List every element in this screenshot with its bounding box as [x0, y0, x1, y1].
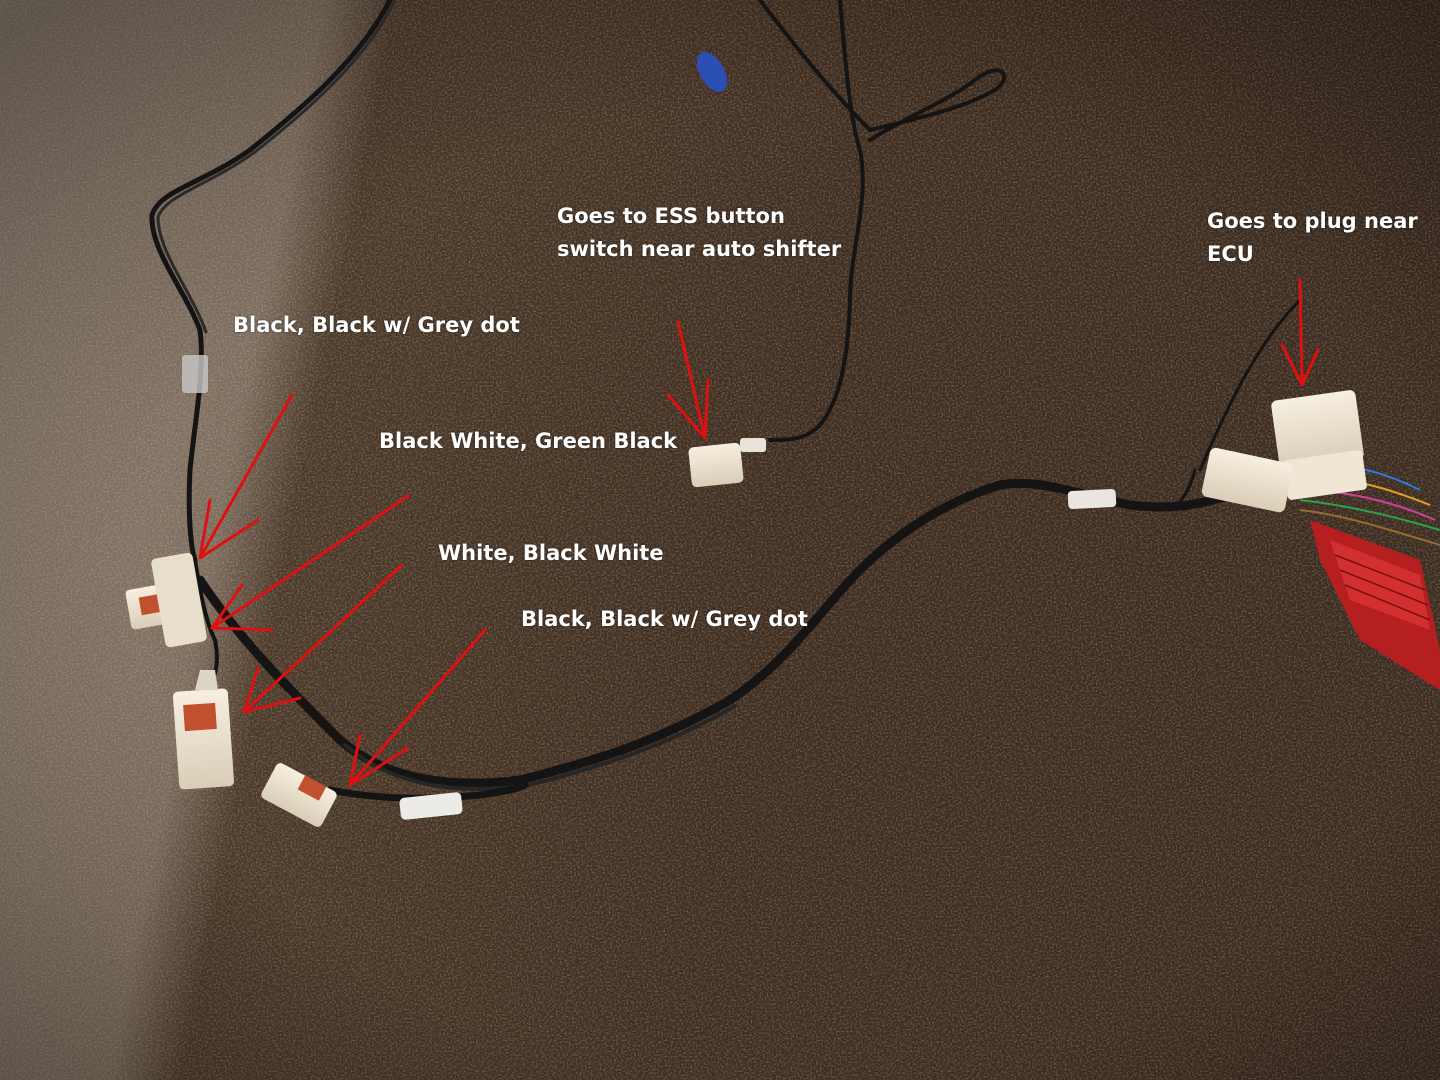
connector-lower-left: [172, 670, 235, 790]
wire-to-conn4: [326, 781, 529, 802]
connector-upper-left: [125, 552, 207, 648]
wire-ecu-2: [1198, 298, 1302, 472]
annotation-ess: Goes to ESS button switch near auto shif…: [557, 200, 841, 266]
arrow-ess: [666, 320, 710, 440]
arrow-conn4: [348, 628, 487, 787]
wire-top-loop: [758, 0, 1007, 142]
tape-bands: [182, 355, 1117, 820]
arrow-ecu: [1280, 278, 1320, 387]
wire-to-conn1: [193, 558, 217, 642]
wire-ess: [768, 0, 865, 442]
annotation-white: White, Black White: [438, 541, 664, 565]
annotation-ecu: Goes to plug near ECU: [1207, 205, 1418, 271]
wire-left-upper-b: [156, 0, 397, 334]
red-arrows: [198, 278, 1320, 787]
ecu-side-connector: [1201, 447, 1294, 513]
annotation-ess-line1: Goes to ESS button: [557, 204, 785, 228]
annotation-ecu-line2: ECU: [1207, 242, 1254, 266]
annotation-top-left: Black, Black w/ Grey dot: [233, 313, 520, 337]
connector-bottom: [261, 763, 337, 827]
blue-wire-cap: [696, 52, 728, 92]
wire-ecu-3: [1168, 468, 1197, 512]
arrow-conn2: [210, 494, 410, 632]
annotation-ess-line2: switch near auto shifter: [557, 237, 842, 261]
ecu-white-connector: [1271, 390, 1367, 500]
arrow-conn1: [198, 393, 294, 560]
annotation-ecu-line1: Goes to plug near: [1207, 209, 1418, 233]
ess-connector: [688, 438, 766, 488]
arrow-conn3: [242, 563, 404, 714]
wire-left-upper: [149, 0, 393, 563]
connectors: [125, 52, 1367, 827]
annotation-green: Black White, Green Black: [379, 429, 678, 453]
annotation-bottom: Black, Black w/ Grey dot: [521, 607, 808, 631]
